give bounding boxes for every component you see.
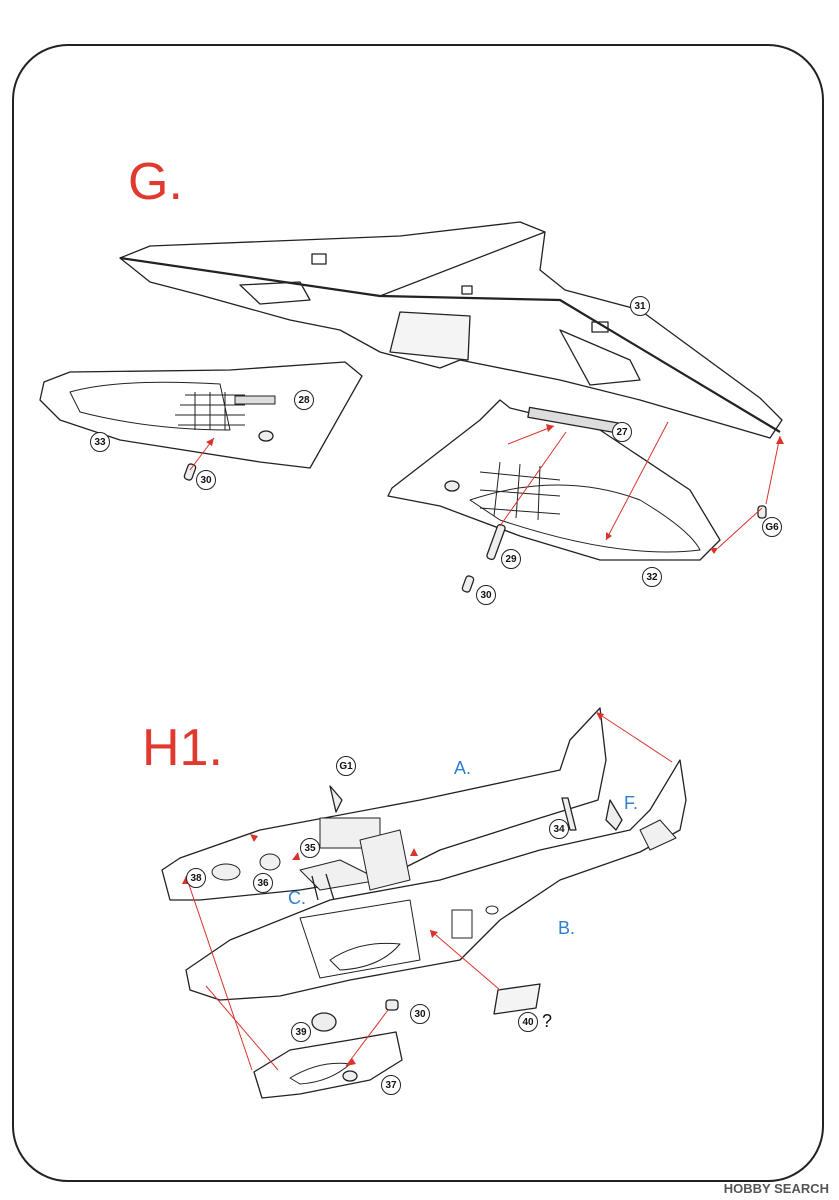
part-number-30: 30 (410, 1004, 430, 1024)
uncertain-part-mark: ? (542, 1011, 553, 1031)
watermark: HOBBY SEARCH (723, 1181, 829, 1196)
part-number-40: 40 (518, 1012, 538, 1032)
lower-nose-panel (253, 1031, 403, 1099)
part-number-31: 31 (630, 296, 650, 316)
part-number-36: 36 (253, 873, 273, 893)
part-number-28: 28 (294, 390, 314, 410)
sub-label-a: A. (454, 758, 472, 778)
part-number-35: 35 (300, 838, 320, 858)
part-number-30: 30 (476, 585, 496, 605)
part-number-37: 37 (381, 1075, 401, 1095)
fuselage-half-a (161, 707, 607, 901)
right-lower-wing (387, 399, 721, 561)
part-number-33: 33 (90, 432, 110, 452)
sub-label-b: B. (558, 918, 576, 938)
step-h1-title: H1. (142, 719, 223, 777)
step-g-title: G. (128, 153, 183, 211)
instruction-sheet-frame (12, 44, 824, 1182)
part-number-g1: G1 (336, 756, 356, 776)
part-number-38: 38 (186, 868, 206, 888)
sub-label-c: C. (288, 888, 306, 908)
part-number-32: 32 (642, 567, 662, 587)
sub-label-f: F. (624, 793, 639, 813)
part-number-30: 30 (196, 470, 216, 490)
part-number-27: 27 (612, 422, 632, 442)
fuselage-half-b (185, 759, 687, 1001)
part-number-39: 39 (291, 1022, 311, 1042)
part-number-29: 29 (501, 549, 521, 569)
part-number-g6: G6 (762, 517, 782, 537)
part-number-34: 34 (549, 819, 569, 839)
assembly-guide-lines (185, 421, 781, 1071)
